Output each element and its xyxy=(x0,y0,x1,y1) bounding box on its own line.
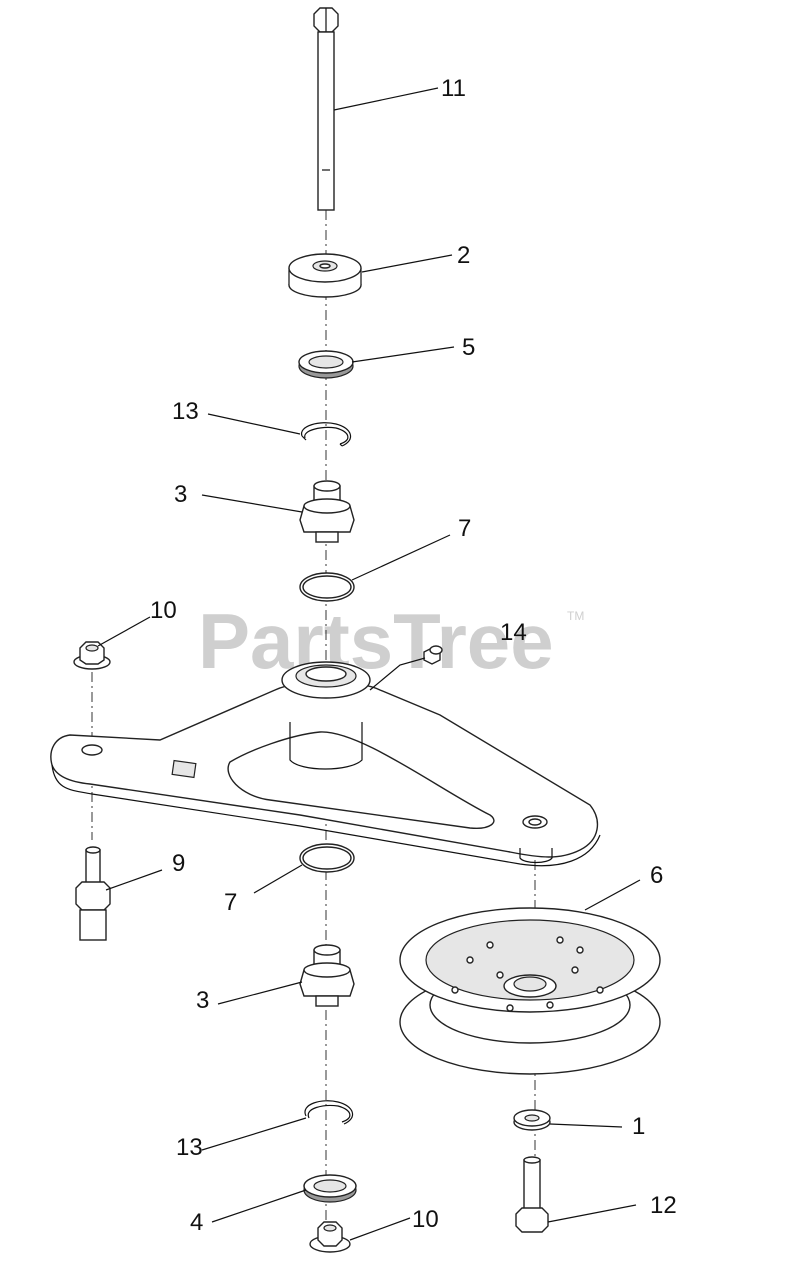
part-13-snap-ring-lower[interactable] xyxy=(304,1100,354,1125)
part-9-stud[interactable] xyxy=(75,846,111,941)
callout-labels: 11 2 5 13 3 7 10 14 9 7 6 3 1 13 12 4 10 xyxy=(150,75,677,1236)
part-3-bearing-lower[interactable] xyxy=(299,944,355,1007)
part-5-bearing[interactable] xyxy=(298,350,354,379)
part-10-flange-nut-upper[interactable] xyxy=(73,641,111,670)
part-14-grease-fitting[interactable] xyxy=(423,645,443,665)
callout-3-lower[interactable]: 3 xyxy=(196,987,209,1014)
callout-6[interactable]: 6 xyxy=(650,862,663,889)
callout-10-lower[interactable]: 10 xyxy=(412,1206,439,1233)
callout-10-upper[interactable]: 10 xyxy=(150,597,177,624)
callout-7-lower[interactable]: 7 xyxy=(224,889,237,916)
callout-14[interactable]: 14 xyxy=(500,619,527,646)
watermark-text: PartsTree xyxy=(198,597,554,685)
callout-2[interactable]: 2 xyxy=(457,242,470,269)
callout-7-upper[interactable]: 7 xyxy=(458,515,471,542)
callout-13-lower[interactable]: 13 xyxy=(176,1134,203,1161)
idler-arm[interactable] xyxy=(50,661,601,867)
callout-9[interactable]: 9 xyxy=(172,850,185,877)
part-7-o-ring-lower[interactable] xyxy=(299,843,355,873)
part-12-bolt[interactable] xyxy=(515,1156,549,1233)
part-11-bolt[interactable] xyxy=(313,7,339,211)
part-10-flange-nut-lower[interactable] xyxy=(309,1221,351,1253)
watermark-trademark: TM xyxy=(567,609,584,623)
callout-4[interactable]: 4 xyxy=(190,1209,203,1236)
part-13-snap-ring-upper[interactable] xyxy=(301,422,352,447)
callout-11[interactable]: 11 xyxy=(441,75,466,102)
callout-12[interactable]: 12 xyxy=(650,1192,677,1219)
callout-1[interactable]: 1 xyxy=(632,1113,645,1140)
callout-3-upper[interactable]: 3 xyxy=(174,481,187,508)
callout-5[interactable]: 5 xyxy=(462,334,475,361)
callout-13-upper[interactable]: 13 xyxy=(172,398,199,425)
part-7-o-ring-upper[interactable] xyxy=(299,572,355,602)
part-1-washer[interactable] xyxy=(513,1109,551,1131)
part-6-pulley[interactable] xyxy=(399,907,661,1075)
leader-lines xyxy=(97,87,641,1241)
part-3-bearing-upper[interactable] xyxy=(299,480,355,543)
part-2-spacer[interactable] xyxy=(288,253,362,298)
part-4-bearing[interactable] xyxy=(303,1174,357,1203)
